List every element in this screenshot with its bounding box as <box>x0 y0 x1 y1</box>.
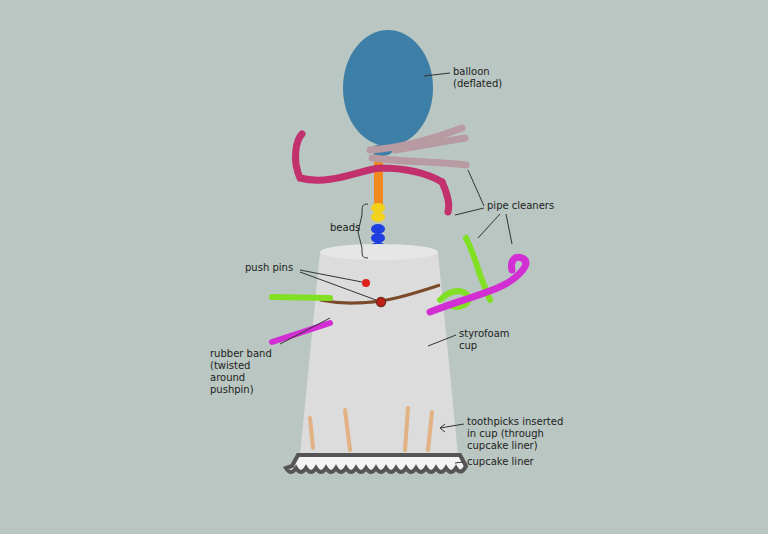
liner-label: cupcake liner <box>467 456 577 468</box>
cupcake-liner <box>286 455 466 472</box>
balloon-label: balloon (deflated) <box>453 66 519 90</box>
push-pin <box>377 298 386 307</box>
pipe-cleaner <box>442 182 449 212</box>
styrofoam-cup <box>300 252 458 455</box>
pipe-cleaner <box>430 257 526 312</box>
pipe-cleaner <box>272 323 330 342</box>
yellow-beads <box>371 203 385 222</box>
cup-label: styrofoam cup <box>459 328 519 352</box>
pipe-cleaner <box>272 297 330 298</box>
push-pins-label: push pins <box>245 262 305 274</box>
beads-label: beads <box>330 222 370 234</box>
leader-lines <box>280 73 512 463</box>
rubber-band-label: rubber band (twisted around pushpin) <box>210 348 288 396</box>
toothpicks <box>310 408 432 450</box>
pipe-cleaners-label: pipe cleaners <box>487 200 597 212</box>
cup-top <box>320 244 438 260</box>
toothpicks-label: toothpicks inserted in cup (through cupc… <box>467 416 567 452</box>
balloon <box>343 30 433 146</box>
pipe-cleaner <box>370 128 466 165</box>
push-pin <box>362 279 370 287</box>
